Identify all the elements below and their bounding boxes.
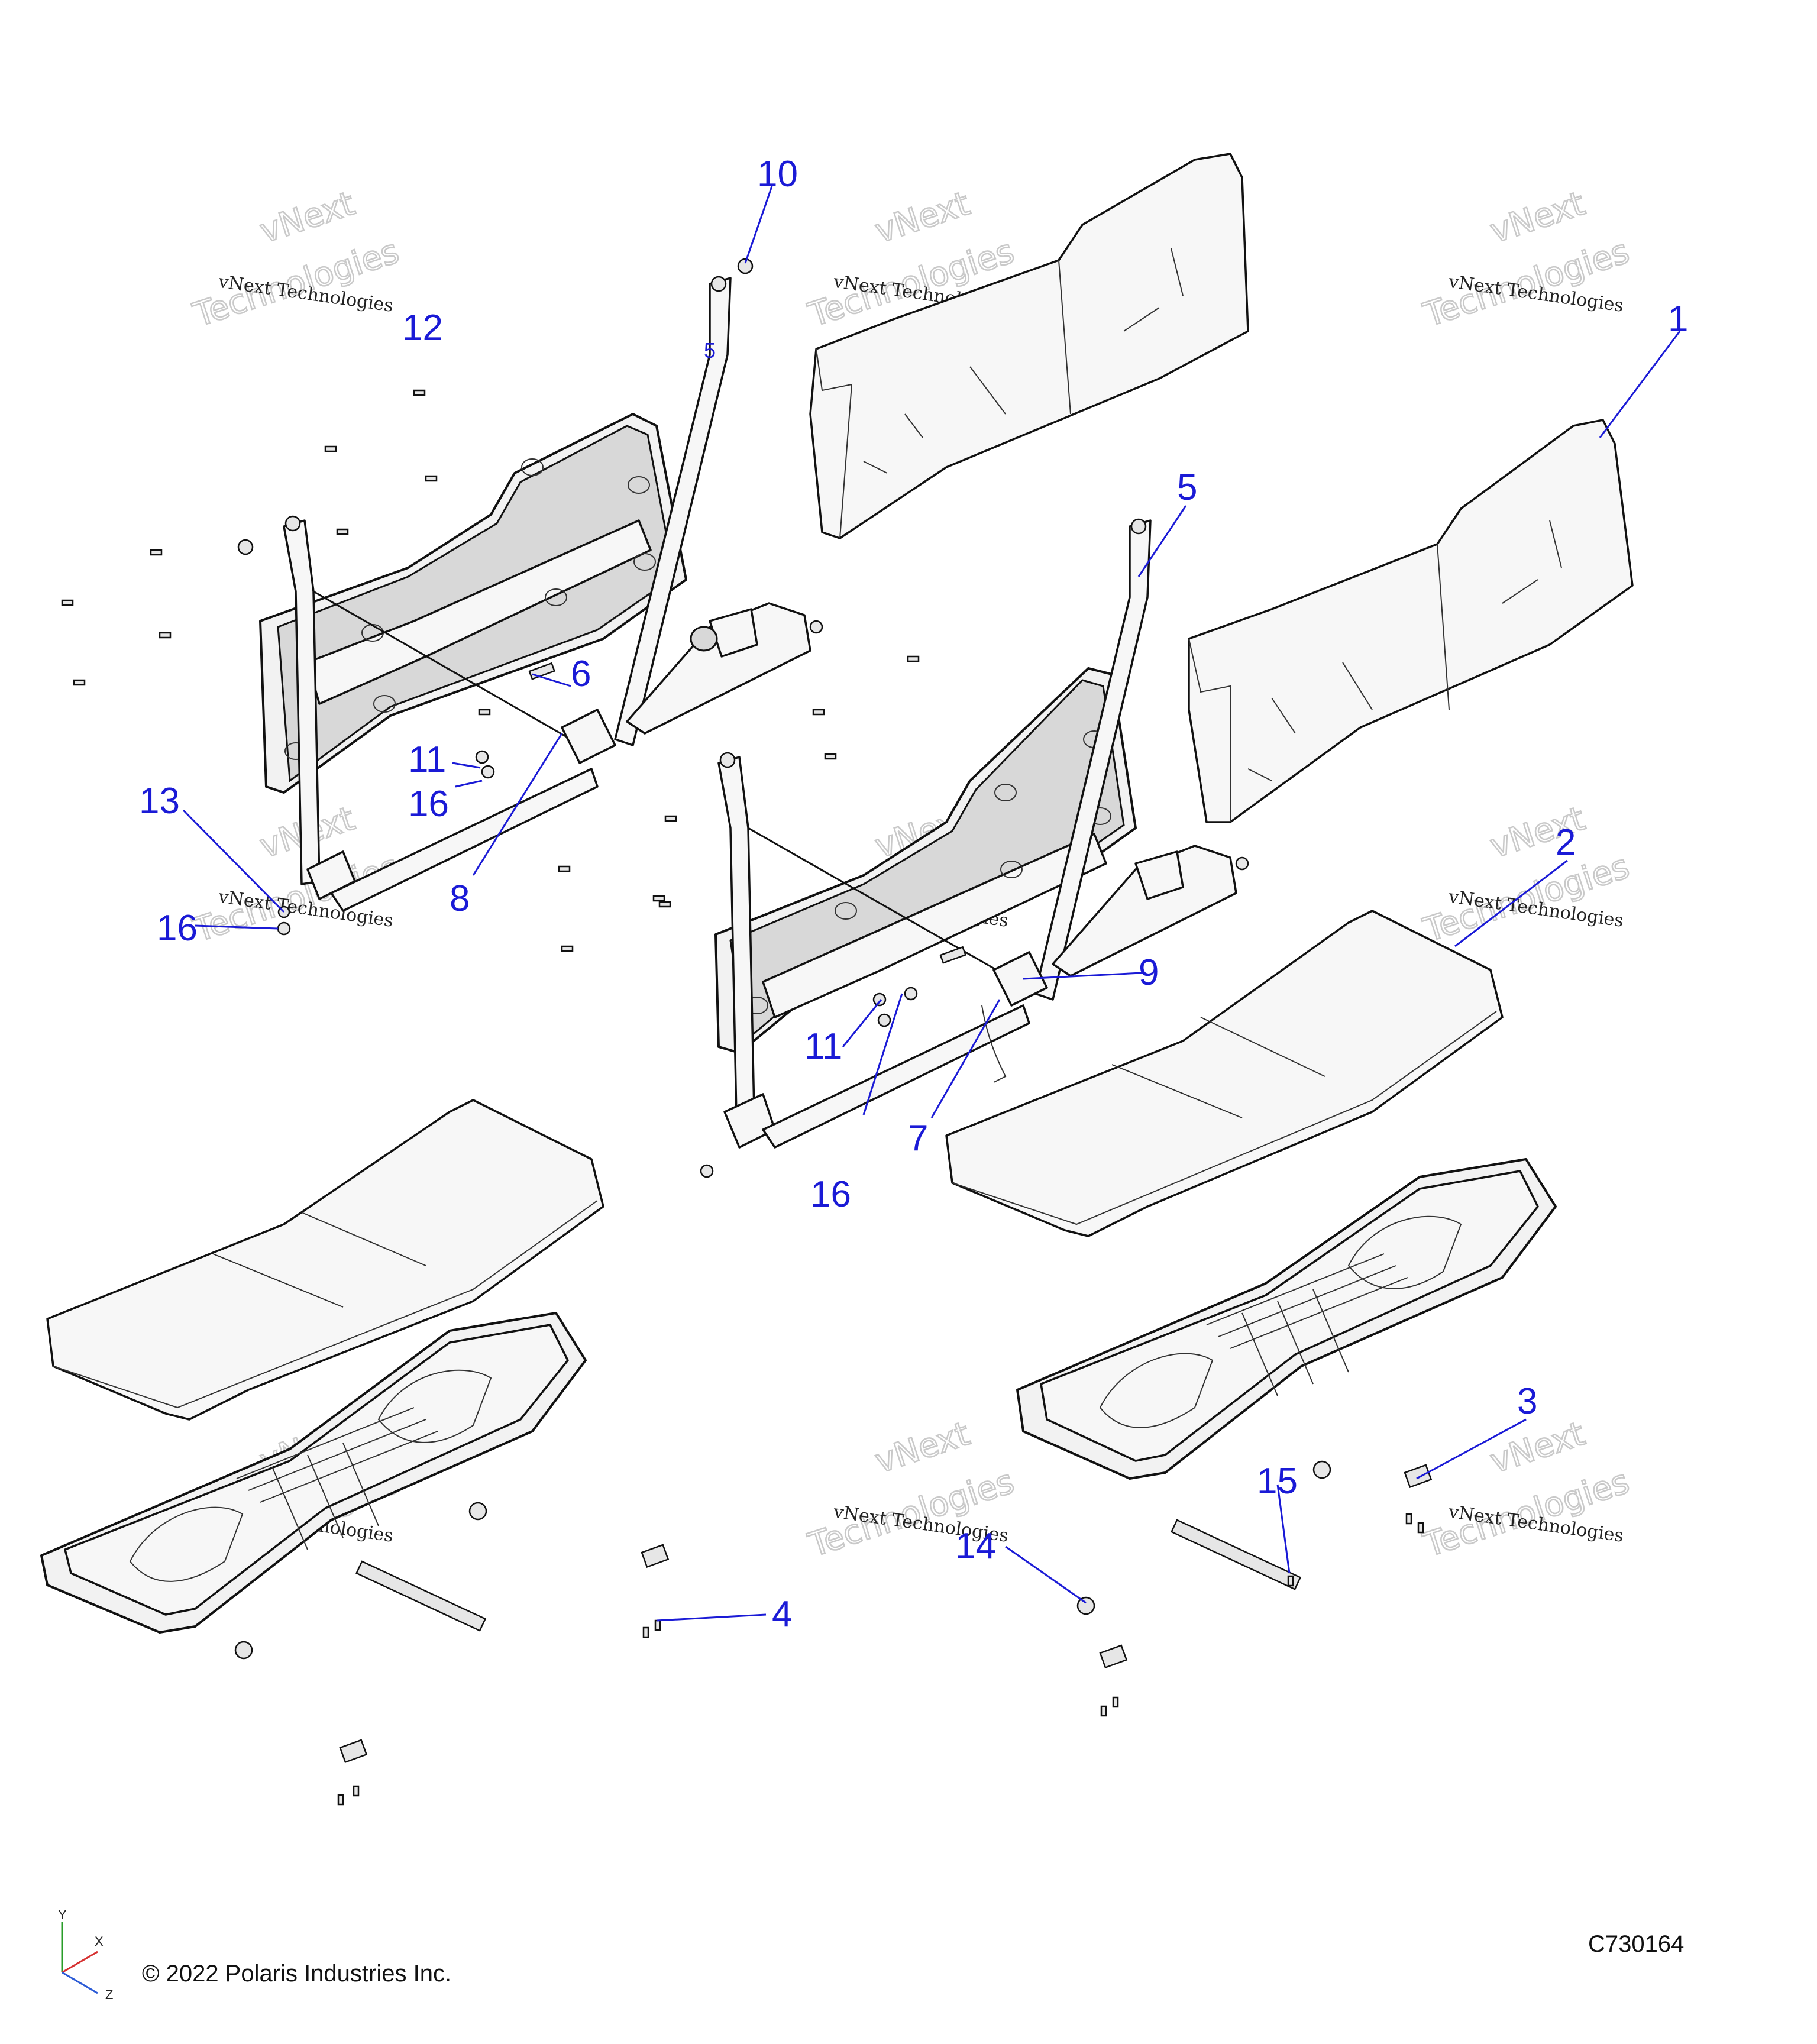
screw xyxy=(61,599,74,606)
axis-triad: Y X Z xyxy=(58,1907,113,2002)
seat-base-right xyxy=(1016,1158,1557,1480)
watermark: vNext Technologies vNext Technologies xyxy=(1418,1414,1635,1566)
callout-5-inline: 5 xyxy=(704,338,716,363)
seat-back-cushion-front xyxy=(1188,419,1634,823)
seat-back-frame-left xyxy=(259,413,687,794)
mount-plate-left xyxy=(355,1560,487,1632)
screw xyxy=(1405,1513,1412,1525)
screw xyxy=(425,475,438,482)
axis-y-label: Y xyxy=(58,1907,67,1922)
callout-5: 5 xyxy=(1177,467,1197,508)
screw xyxy=(336,528,349,535)
callout-numbers: 1 2 3 4 5 5 6 7 8 9 10 11 11 12 13 14 15… xyxy=(139,154,1688,1635)
axis-x-line xyxy=(62,1951,98,1974)
callout-9: 9 xyxy=(1139,952,1159,993)
washer xyxy=(877,1013,891,1027)
screw xyxy=(654,1619,661,1631)
screw xyxy=(150,549,163,556)
washer xyxy=(475,750,489,764)
watermark-big-a: vNext xyxy=(871,185,975,251)
bracket xyxy=(1099,1644,1128,1669)
seat-base-left xyxy=(40,1312,587,1634)
screw xyxy=(824,753,837,760)
copyright-text: © 2022 Polaris Industries Inc. xyxy=(142,1961,451,1987)
callout-8: 8 xyxy=(450,878,470,919)
screw xyxy=(413,389,426,396)
hardware xyxy=(61,258,1433,1806)
mount-plate-right xyxy=(1171,1519,1302,1590)
nut xyxy=(277,921,291,936)
callout-11b: 11 xyxy=(804,1026,842,1067)
nut xyxy=(809,620,823,634)
washer xyxy=(872,992,887,1007)
screw xyxy=(353,1785,360,1797)
axis-z-label: Z xyxy=(105,1987,113,2002)
watermark: vNext Technologies vNext Technologies xyxy=(188,183,405,335)
watermark: vNext Technologies vNext Technologies xyxy=(1418,798,1635,950)
callout-7: 7 xyxy=(908,1118,928,1159)
nut xyxy=(1312,1460,1331,1479)
screw xyxy=(812,709,825,716)
screw xyxy=(652,895,665,902)
screw xyxy=(1112,1696,1119,1708)
screw xyxy=(561,945,574,952)
screw xyxy=(558,865,571,872)
screw xyxy=(1100,1705,1107,1717)
bracket xyxy=(1404,1464,1433,1489)
callout-1: 1 xyxy=(1668,299,1688,339)
washer xyxy=(481,765,495,779)
seat-belt-assembly-left xyxy=(283,276,811,912)
nut xyxy=(1076,1596,1095,1615)
callout-4: 4 xyxy=(772,1594,792,1635)
seat-back-cushion-rear xyxy=(809,153,1249,539)
screw xyxy=(658,901,671,908)
screw xyxy=(337,1794,344,1806)
seat-back-frame-right xyxy=(714,667,1137,1054)
screw xyxy=(324,445,337,452)
screw xyxy=(159,632,172,639)
axis-z-line xyxy=(62,1971,98,1994)
bracket xyxy=(339,1739,368,1764)
nut xyxy=(700,1164,714,1178)
callout-14: 14 xyxy=(955,1526,996,1567)
seat-bottom-cushion-right xyxy=(945,910,1504,1237)
nut xyxy=(737,258,754,274)
watermark-big-a: vNext xyxy=(256,185,360,251)
drawing-number: C730164 xyxy=(1588,1931,1684,1957)
seat-bottom-cushion-left xyxy=(46,1099,604,1421)
callout-2: 2 xyxy=(1556,822,1576,863)
watermark: vNext Technologies vNext Technologies xyxy=(1418,183,1635,335)
bolt xyxy=(939,946,966,964)
screw xyxy=(907,655,920,662)
screw xyxy=(1287,1575,1294,1587)
callout-11: 11 xyxy=(408,739,446,780)
screw xyxy=(642,1626,649,1638)
callout-6: 6 xyxy=(571,654,591,694)
callout-leaders xyxy=(182,186,1681,1622)
watermark-big-a: vNext xyxy=(1486,185,1590,251)
nut xyxy=(237,539,254,555)
washer xyxy=(904,987,918,1001)
callout-15: 15 xyxy=(1257,1461,1298,1502)
axis-x-label: X xyxy=(95,1934,104,1949)
screw xyxy=(664,815,677,822)
nut xyxy=(1235,856,1249,871)
bracket xyxy=(641,1544,670,1568)
callout-16c: 16 xyxy=(157,908,198,949)
screw xyxy=(1417,1522,1424,1534)
screw xyxy=(478,709,491,716)
callout-3: 3 xyxy=(1517,1381,1537,1422)
screw xyxy=(73,679,86,686)
watermark-big-a: vNext xyxy=(1486,1415,1590,1481)
seat-belt-assembly-right xyxy=(717,518,1237,1149)
callout-13: 13 xyxy=(139,781,180,822)
callout-16b: 16 xyxy=(810,1174,851,1215)
watermark-big-a: vNext xyxy=(871,1415,975,1481)
nut xyxy=(468,1502,487,1521)
callout-12: 12 xyxy=(402,308,443,348)
callout-16: 16 xyxy=(408,784,449,824)
callout-10: 10 xyxy=(757,154,798,195)
nut xyxy=(234,1641,253,1660)
